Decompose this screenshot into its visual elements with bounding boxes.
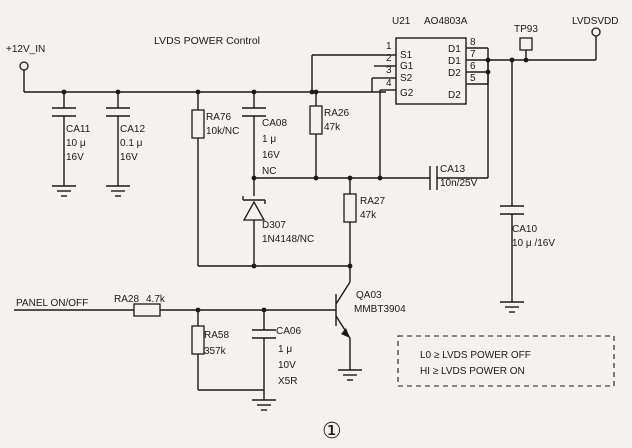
ic-pin-name: S2 xyxy=(400,73,413,84)
res-value: 47k xyxy=(360,210,377,221)
note-line-off: L0 ≥ LVDS POWER OFF xyxy=(420,350,531,361)
res-value: 4.7k xyxy=(146,294,166,305)
ground-symbols xyxy=(52,185,524,411)
vin-label: +12V_IN xyxy=(6,44,45,55)
cap-value: 1 μ xyxy=(262,134,276,145)
junction-dots xyxy=(61,57,529,313)
cap-ref: CA08 xyxy=(262,118,287,129)
ic-pin-num: 7 xyxy=(470,49,476,60)
ic-part: AO4803A xyxy=(424,16,468,27)
transistor-ref: QA03 xyxy=(356,290,382,301)
res-ref: RA28 xyxy=(114,294,139,305)
ic-pin-num: 4 xyxy=(386,78,392,89)
cap-ref: CA12 xyxy=(120,124,145,135)
testpoint-label: TP93 xyxy=(514,24,538,35)
ic-pin-name: D2 xyxy=(448,90,461,101)
res-ref: RA26 xyxy=(324,108,349,119)
cap-value: 0.1 μ xyxy=(120,138,143,149)
res-value: 47k xyxy=(324,122,341,133)
transistor-symbol xyxy=(335,281,351,339)
panel-label: PANEL ON/OFF xyxy=(16,298,88,309)
cap-ref: CA13 xyxy=(440,164,465,175)
testpoint-symbol xyxy=(519,37,533,51)
cap-value: 1 μ xyxy=(278,344,292,355)
res-ref: RA76 xyxy=(206,112,231,123)
cap-ref: CA11 xyxy=(66,124,91,135)
cap-value: 10n/25V xyxy=(440,178,478,189)
diode-symbol xyxy=(242,196,266,221)
ic-pin-num: 5 xyxy=(470,73,476,84)
resistor-symbols xyxy=(133,105,357,355)
res-value: 10k/NC xyxy=(206,126,239,137)
diode-ref: D307 xyxy=(262,220,286,231)
cap-ref: CA06 xyxy=(276,326,301,337)
cap-voltage: 16V xyxy=(120,152,138,163)
cap-voltage: 10V xyxy=(278,360,296,371)
logic-note-box xyxy=(397,335,615,387)
res-value: 357k xyxy=(204,346,227,357)
ic-pin-name: D1 xyxy=(448,44,461,55)
vout-terminal xyxy=(591,27,601,37)
vin-terminal xyxy=(19,61,29,71)
cap-value: 10 μ xyxy=(66,138,86,149)
ic-pin-num: 3 xyxy=(386,65,392,76)
ic-pin-name: G1 xyxy=(400,61,414,72)
res-ref: RA27 xyxy=(360,196,385,207)
labels: +12V_IN LVDSVDD LVDS POWER Control TP93 … xyxy=(6,16,619,444)
cap-note: NC xyxy=(262,166,276,177)
note-line-on: HI ≥ LVDS POWER ON xyxy=(420,366,525,377)
cap-dielectric: X5R xyxy=(278,376,297,387)
vout-label: LVDSVDD xyxy=(572,16,619,27)
ic-ref: U21 xyxy=(392,16,411,27)
figure-number: ① xyxy=(322,419,342,444)
ic-pin-name: G2 xyxy=(400,88,414,99)
transistor-part: MMBT3904 xyxy=(354,304,406,315)
ic-pin-num: 8 xyxy=(470,37,476,48)
ic-pin-name: S1 xyxy=(400,50,413,61)
ic-pin-num: 6 xyxy=(470,61,476,72)
cap-value: 10 μ /16V xyxy=(512,238,555,249)
ic-pin-name: D2 xyxy=(448,68,461,79)
res-ref: RA58 xyxy=(204,330,229,341)
cap-voltage: 16V xyxy=(262,150,280,161)
cap-voltage: 16V xyxy=(66,152,84,163)
ic-pin-num: 2 xyxy=(386,53,392,64)
ic-pin-name: D1 xyxy=(448,56,461,67)
ic-pin-num: 1 xyxy=(386,41,392,52)
ic-u21 xyxy=(386,37,470,105)
cap-ref: CA10 xyxy=(512,224,537,235)
section-title: LVDS POWER Control xyxy=(154,35,260,47)
wires xyxy=(14,36,597,400)
capacitor-symbols xyxy=(52,107,524,339)
diode-part: 1N4148/NC xyxy=(262,234,314,245)
